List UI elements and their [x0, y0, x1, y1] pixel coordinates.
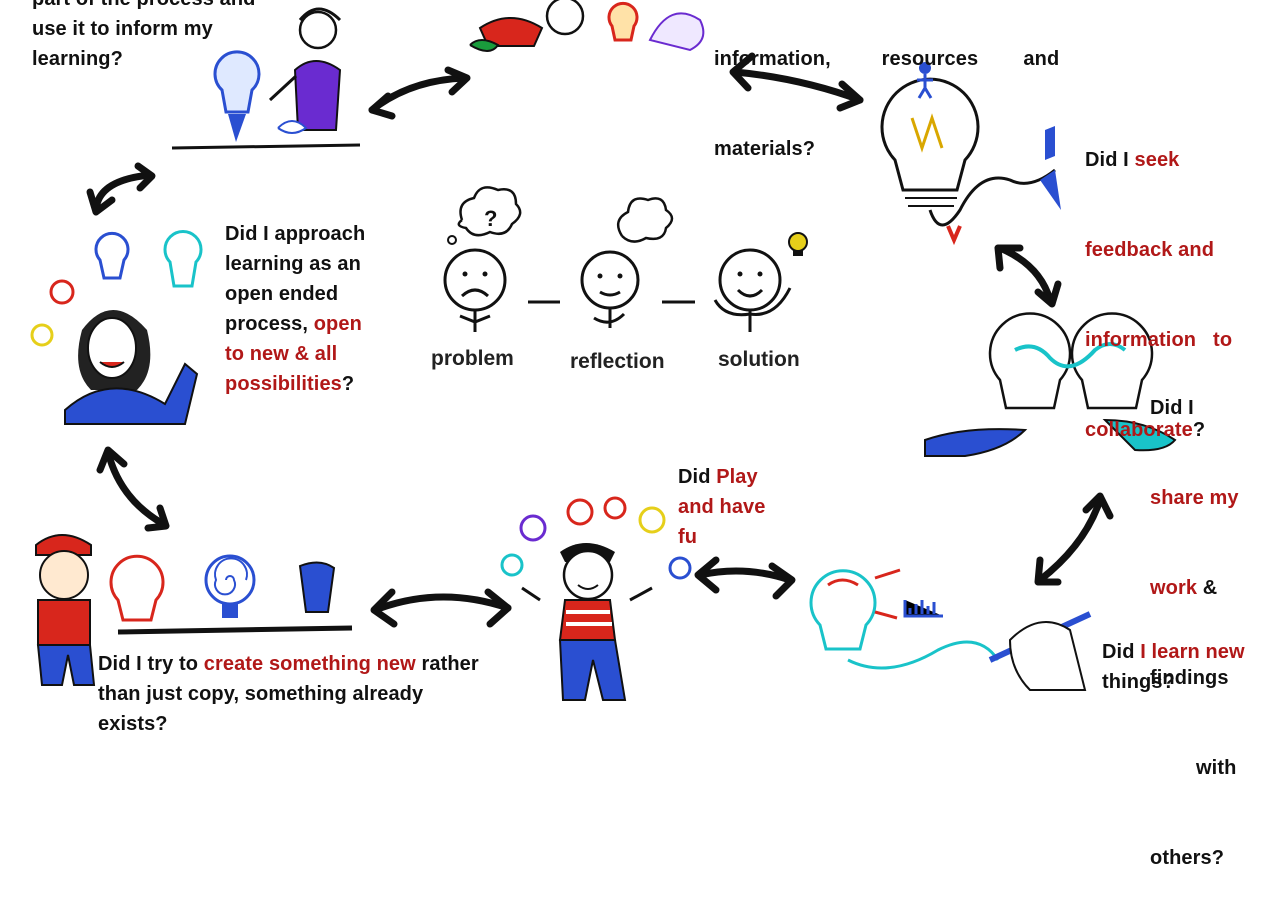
question-text: &: [1197, 577, 1218, 599]
illustrations: ?: [30, 0, 1177, 701]
lightbulb-icon: [94, 231, 130, 280]
hand-icon: [1008, 621, 1087, 691]
highlight-text: to new & all: [225, 343, 338, 365]
question-line: learning?: [32, 48, 123, 70]
stick-face-icon: [580, 250, 640, 328]
question-top-right: information, resources and materials?: [714, 0, 1059, 194]
caption-problem: problem: [431, 347, 514, 370]
question-text: open ended: [225, 283, 339, 305]
lightbulb-icon: [109, 554, 165, 622]
lightbulb-icon: [603, 496, 627, 520]
highlight-text: fu: [678, 526, 698, 548]
cycle-arrow-icon: [1034, 492, 1114, 586]
question-text: Did: [678, 466, 717, 488]
stick-face-icon: [443, 248, 507, 332]
question-line: materials?: [714, 138, 816, 160]
lightbulb-icon: [519, 514, 547, 542]
right-middle-illustration: [924, 312, 1177, 457]
question-text: with: [1196, 757, 1237, 779]
highlight-text: Play: [716, 466, 758, 488]
cycle-arrow-icon: [96, 446, 170, 532]
question-play: Did Play and have fu: [678, 462, 766, 552]
svg-text:?: ?: [484, 206, 497, 231]
question-text: rather: [415, 653, 479, 675]
question-text: Did I: [1150, 397, 1194, 419]
lightbulb-icon: [607, 1, 639, 42]
thought-cloud-icon: [616, 197, 674, 243]
question-create-new: Did I try to create something new rather…: [98, 649, 479, 739]
highlight-text: work: [1150, 577, 1198, 599]
question-text: others?: [1150, 847, 1225, 869]
lightbulb-icon: [566, 498, 594, 526]
highlight-text: possibilities: [225, 373, 342, 395]
caption-solution: solution: [718, 348, 800, 371]
top-right-illustration: [880, 62, 1061, 246]
lightbulb-icon: [204, 554, 256, 618]
highlight-text: feedback and: [1085, 239, 1215, 261]
question-text: ?: [1192, 419, 1206, 441]
highlight-text: collaborate: [1085, 419, 1193, 441]
lightbulb-icon: [163, 230, 203, 288]
lightbulb-icon: [668, 556, 692, 580]
question-top-left: part of the process and use it to inform…: [32, 0, 255, 74]
lightbulb-icon: [988, 312, 1072, 410]
question-text: process,: [225, 313, 314, 335]
lightbulb-icon: [1070, 312, 1154, 410]
question-text: things?: [1102, 671, 1175, 693]
question-text: Did I: [1085, 149, 1135, 171]
question-text: learning as an: [225, 253, 361, 275]
lightbulb-icon: [809, 569, 877, 651]
bottom-right-illustration: [809, 568, 1092, 691]
highlight-text: I learn new: [1140, 641, 1245, 663]
highlight-text: create something new: [203, 653, 416, 675]
stick-face-icon: [713, 248, 792, 332]
highlight-text: share my: [1150, 487, 1239, 509]
cycle-arrow-icon: [729, 52, 864, 112]
cycle-arrow-icon: [694, 556, 796, 600]
question-text: exists?: [98, 713, 168, 735]
highlight-text: seek: [1134, 149, 1180, 171]
question-text: Did: [1102, 641, 1141, 663]
lightbulb-icon: [788, 232, 808, 256]
question-learn-new: Did I learn new things?: [1102, 637, 1245, 697]
question-text: ?: [341, 373, 355, 395]
question-share-work: Did I share my work & findings with othe…: [1150, 333, 1239, 903]
highlight-text: open: [313, 313, 362, 335]
lightbulb-icon: [880, 77, 980, 207]
lightbulb-icon: [500, 553, 524, 577]
question-text: than just copy, something already: [98, 683, 424, 705]
question-line: information, resources and: [714, 48, 1060, 70]
center-faces: ?: [443, 186, 808, 332]
cycle-arrows: [86, 52, 1114, 628]
question-text: Did I approach: [225, 223, 366, 245]
cycle-arrow-icon: [86, 162, 156, 216]
top-left-illustration: [171, 7, 361, 150]
lightbulb-icon: [49, 279, 75, 305]
cycle-arrow-icon: [370, 588, 512, 628]
top-illustration: [469, 0, 705, 52]
cycle-arrow-icon: [994, 244, 1062, 308]
left-illustration: [30, 230, 203, 425]
lightbulb-icon: [298, 561, 336, 613]
lightbulb-icon: [30, 323, 54, 347]
highlight-text: information to: [1085, 329, 1233, 351]
question-text: Did I try to: [98, 653, 204, 675]
center-bottom-illustration: [500, 496, 692, 701]
thought-cloud-icon: ?: [447, 186, 522, 245]
question-text: findings: [1150, 667, 1229, 689]
question-approach-learning: Did I approach learning as an open ended…: [225, 219, 365, 399]
highlight-text: and have: [678, 496, 766, 518]
lightbulb-icon: [638, 506, 666, 534]
caption-reflection: reflection: [570, 350, 665, 373]
hand-icon: [1102, 418, 1177, 452]
question-seek-feedback: Did I seek feedback and information to c…: [1085, 85, 1232, 475]
question-line: use it to inform my: [32, 18, 213, 40]
bottom-left-illustration: [35, 534, 353, 686]
hand-icon: [924, 428, 1028, 457]
cycle-arrow-icon: [368, 66, 471, 120]
lightbulb-icon: [213, 50, 261, 142]
question-line: part of the process and: [32, 0, 255, 14]
